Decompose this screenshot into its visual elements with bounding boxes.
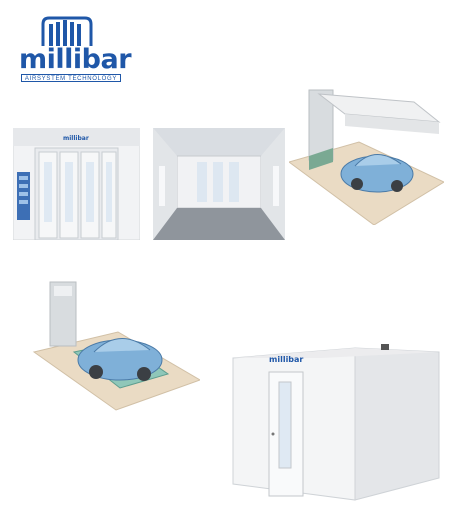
prep-station-with-car-icon (32, 281, 202, 411)
booth-logo: millibar (269, 355, 304, 364)
paint-booth-interior-icon (153, 128, 285, 240)
logo-building-icon (41, 16, 93, 46)
booth-logo: millibar (63, 135, 89, 142)
booth-front-image: millibar (12, 127, 141, 241)
paint-booth-front-icon (12, 127, 141, 241)
open-booth-with-car-icon (287, 89, 446, 226)
booth-interior-image (153, 128, 285, 240)
closed-booth-image: millibar (231, 344, 441, 504)
open-booth-image (287, 82, 446, 226)
closed-paint-booth-icon (232, 344, 440, 501)
prep-station-image (30, 280, 202, 430)
brand-name: millibar (19, 44, 132, 75)
brand-tagline: AIRSYSTEM TECHNOLOGY (21, 74, 121, 82)
